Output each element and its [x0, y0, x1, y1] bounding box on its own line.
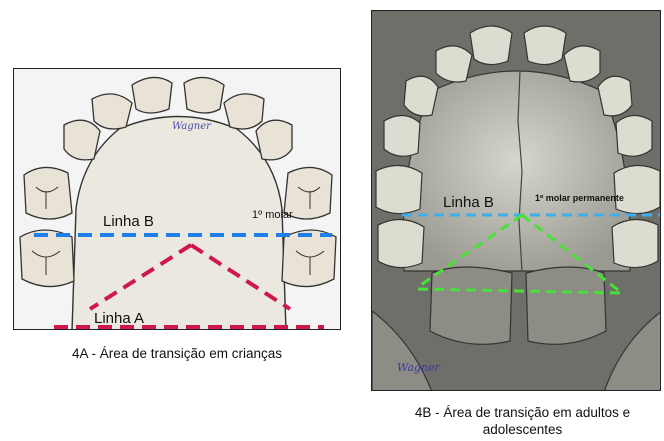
- tooth-canine-left: [63, 119, 101, 161]
- caption-4b-line2: adolescentes: [482, 422, 563, 437]
- tooth-incisor-left: [469, 25, 513, 66]
- tooth-molar-lower-right: [281, 229, 337, 288]
- lower-skull-base: [372, 310, 660, 390]
- children-dental-arch-illustration: [19, 76, 337, 329]
- tooth-lateral-left: [91, 93, 133, 130]
- midline-suture: [517, 70, 523, 272]
- artist-signature: Wagner: [172, 121, 211, 132]
- tooth-lateral-left: [435, 45, 473, 83]
- tooth-premolar-right: [615, 114, 653, 157]
- first-permanent-molar-label: 1º molar permanente: [535, 193, 624, 203]
- artist-signature: Wagner: [397, 361, 440, 374]
- tooth-lateral-right: [563, 45, 601, 83]
- tooth-molar-left-1: [375, 164, 423, 215]
- caption-4b-line1: 4B - Área de transição em adultos e: [414, 405, 631, 420]
- tooth-incisor-left: [131, 76, 173, 114]
- palate: [71, 115, 287, 329]
- tooth-molar-lower-left: [19, 229, 75, 288]
- tooth-molar-upper-left: [23, 166, 73, 220]
- posterior-nasal-opening-right: [525, 266, 607, 345]
- figure-4a-children-palate: Wagner Linha B 1º molar Linha A: [13, 68, 341, 330]
- line-a-triangle-right: [189, 243, 292, 311]
- triangle-base: [417, 287, 623, 295]
- tooth-lateral-right: [223, 93, 265, 130]
- posterior-nasal-opening-left: [429, 266, 513, 345]
- line-b-label: Linha B: [443, 194, 494, 211]
- tooth-molar-left-2: [377, 218, 425, 269]
- line-b-label: Linha B: [103, 213, 154, 230]
- triangle-left-edge: [417, 213, 523, 289]
- figure-4b-adult-palate: Linha B 1º molar permanente Wagner: [371, 10, 661, 391]
- tooth-molar-right-2: [611, 218, 659, 269]
- palate: [402, 70, 632, 272]
- first-molar-label: 1º molar: [252, 209, 293, 221]
- tooth-canine-left: [403, 75, 439, 117]
- tooth-molar-upper-right: [283, 166, 333, 220]
- caption-4a: 4A - Área de transição em crianças: [71, 346, 283, 361]
- line-a-label: Linha A: [94, 310, 145, 327]
- line-a-triangle-left: [88, 243, 193, 311]
- tooth-molar-right-1: [613, 164, 660, 215]
- tooth-canine-right: [255, 119, 293, 161]
- tooth-premolar-left: [383, 114, 421, 157]
- caption-4b: 4B - Área de transição em adultos e adol…: [381, 404, 664, 438]
- tooth-incisor-right: [183, 76, 225, 114]
- triangle-right-edge: [521, 213, 623, 295]
- tooth-canine-right: [597, 75, 633, 117]
- adult-dental-arch-illustration: [372, 11, 660, 390]
- tooth-incisor-right: [523, 25, 567, 66]
